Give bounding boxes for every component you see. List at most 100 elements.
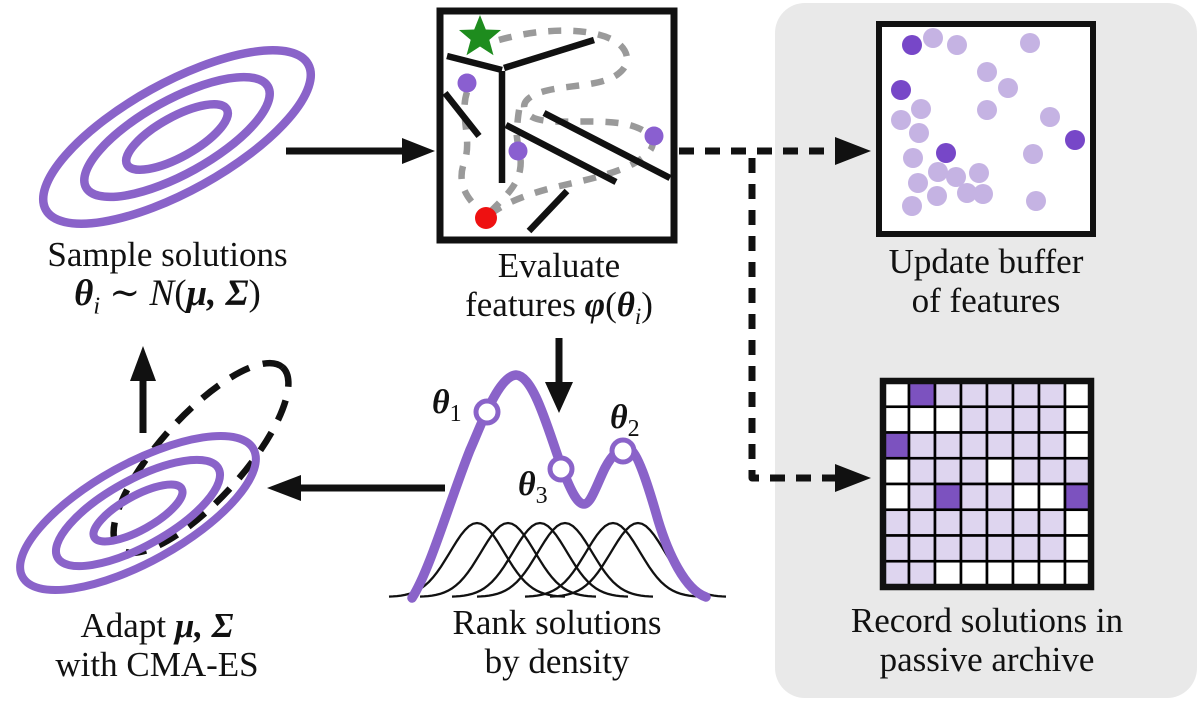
- sample-caption-line1: Sample solutions: [47, 235, 288, 274]
- archive-cell: [907, 508, 937, 537]
- archive-cell: [933, 482, 963, 512]
- maze-wall: [504, 122, 618, 185]
- archive-cell: [933, 405, 963, 434]
- buffer-dot: [902, 196, 922, 216]
- density-marker-circle: [473, 398, 501, 426]
- feature-space-box: [436, 7, 678, 244]
- contour-outer: [16, 431, 260, 595]
- archive-cell: [959, 431, 989, 460]
- archive-cell: [959, 508, 989, 537]
- contour-middle: [51, 455, 225, 571]
- archive-cell: [907, 431, 937, 460]
- archive-caption-line1: Record solutions in: [850, 601, 1124, 640]
- archive-cell: [1011, 482, 1041, 512]
- evaluate-caption-line1: Evaluate: [497, 246, 621, 285]
- buffer-caption-line2: of features: [911, 281, 1061, 320]
- maze-wall: [542, 110, 672, 181]
- kernel-curve: [476, 521, 654, 598]
- archive-cell: [1063, 482, 1093, 512]
- archive-cell: [985, 482, 1015, 512]
- maze-solution-dot: [644, 126, 664, 146]
- contour-inner: [89, 480, 187, 546]
- evaluate-to-buffer-dashed-arrow: [679, 137, 871, 165]
- archive-cell: [881, 431, 911, 460]
- density-curve: [407, 370, 711, 603]
- archive-cell: [1063, 456, 1093, 486]
- archive-cell: [985, 559, 1015, 589]
- archive-cell: [1063, 559, 1093, 589]
- archive-cell: [1037, 508, 1067, 537]
- archive-cell: [985, 534, 1015, 563]
- evaluate-to-archive-dashed-arrow: [748, 158, 871, 492]
- adapt-caption: Adapt μ, Σ with CMA-ES: [15, 606, 299, 684]
- maze-walls: [442, 36, 672, 234]
- archive-cells: [881, 379, 1093, 589]
- buffer-dot: [973, 184, 993, 204]
- buffer-dot: [1023, 144, 1043, 164]
- evaluate-caption: Evaluate features φ(θi): [413, 246, 705, 329]
- trajectory-main: [490, 27, 656, 216]
- passive-archive-grid: [879, 377, 1095, 591]
- maze-wall: [446, 52, 503, 74]
- rank-to-adapt-arrow: [267, 475, 445, 501]
- archive-cell: [1037, 534, 1067, 563]
- theta2-label: θ2: [610, 399, 640, 442]
- kernel-curves: [388, 521, 727, 598]
- buffer-caption: Update buffer of features: [840, 242, 1132, 320]
- trajectory-middle-branch: [487, 100, 525, 215]
- archive-cell: [1037, 456, 1067, 486]
- archive-cell: [933, 431, 963, 460]
- contour-outer: [38, 46, 316, 228]
- density-plot: [388, 370, 727, 603]
- archive-cell: [959, 559, 989, 589]
- sample-caption: Sample solutions θi ∼ N(μ, Σ): [0, 235, 335, 318]
- adapt-to-sample-arrow: [130, 346, 156, 433]
- archive-cell: [1037, 482, 1067, 512]
- evaluate-caption-math: features φ(θi): [465, 285, 653, 329]
- feature-buffer-box: [876, 21, 1096, 237]
- adapt-caption-line2: with CMA-ES: [55, 645, 259, 684]
- buffer-dot: [911, 99, 931, 119]
- archive-cell: [881, 534, 911, 563]
- archive-cell: [1063, 405, 1093, 434]
- buffer-dots: [891, 28, 1085, 216]
- buffer-dot: [977, 100, 997, 120]
- archive-cell: [1011, 534, 1041, 563]
- sample-to-evaluate-arrow: [286, 138, 435, 164]
- maze-solution-dot: [508, 141, 528, 161]
- buffer-dot: [909, 123, 929, 143]
- archive-cell: [985, 379, 1015, 409]
- archive-cell: [907, 379, 937, 409]
- buffer-dot: [936, 143, 956, 163]
- archive-cell: [1011, 456, 1041, 486]
- trajectory-left-branch: [458, 90, 485, 215]
- archive-cell: [907, 534, 937, 563]
- kernel-curve: [451, 521, 629, 598]
- archive-cell: [881, 559, 911, 589]
- buffer-dot: [923, 28, 943, 48]
- archive-cell: [933, 534, 963, 563]
- archive-cell: [881, 482, 911, 512]
- kernel-curve: [524, 521, 702, 598]
- evaluate-to-rank-arrow: [545, 338, 573, 413]
- buffer-dot: [957, 183, 977, 203]
- maze-solution-dots: [457, 73, 664, 161]
- buffer-dot: [946, 167, 966, 187]
- archive-cell: [1063, 508, 1093, 537]
- density-marker-circle: [609, 437, 637, 465]
- archive-cell: [959, 534, 989, 563]
- adapt-distribution-contours: [16, 431, 260, 595]
- buffer-dot: [998, 78, 1018, 98]
- buffer-dot: [969, 163, 989, 183]
- archive-cell: [985, 456, 1015, 486]
- contour-middle: [80, 72, 274, 202]
- maze-start-dot: [475, 207, 497, 229]
- archive-caption: Record solutions in passive archive: [836, 601, 1138, 679]
- archive-cell: [1011, 379, 1041, 409]
- theta1-label: θ1: [432, 384, 462, 427]
- archive-cell: [907, 456, 937, 486]
- buffer-dot: [927, 186, 947, 206]
- archive-cell: [1037, 431, 1067, 460]
- archive-cell: [1063, 431, 1093, 460]
